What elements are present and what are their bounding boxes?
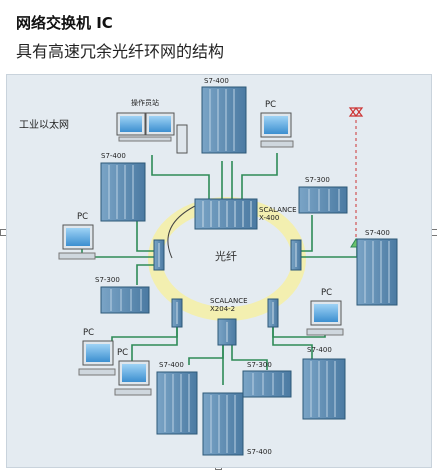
switch-x400-label: SCALANCE X-400 (259, 206, 297, 223)
s7400-top-label: S7-400 (204, 77, 229, 85)
plc-s7300-right-top (298, 186, 348, 214)
s7400-right-label: S7-400 (365, 229, 390, 237)
s7400-bottom-left-label: S7-400 (159, 361, 184, 369)
network-links (81, 153, 358, 385)
pc-icon-right (306, 300, 344, 336)
plc-s7400-bottom (202, 392, 244, 456)
s7400-bottom-right-label: S7-400 (307, 346, 332, 354)
plc-s7400-left (100, 162, 146, 222)
switch-x400 (194, 198, 258, 230)
pc-icon-left (58, 224, 96, 260)
operator-station-label: 操作员站 (131, 99, 159, 107)
s7400-left-label: S7-400 (101, 152, 126, 160)
s7300-right-top-label: S7-300 (305, 176, 330, 184)
plc-s7400-top (201, 86, 247, 154)
pc-bottom-left2-label: PC (117, 348, 129, 358)
pc-right-label: PC (321, 288, 333, 298)
switch-x204 (217, 318, 237, 346)
pc-icon-top (260, 112, 294, 148)
pc-left-label: PC (77, 212, 89, 222)
page-subtitle: 具有高速冗余光纤环网的结构 (16, 42, 225, 61)
switch-x204-label: SCALANCE X204-2 (210, 297, 248, 314)
switch-left (153, 239, 165, 271)
s7300-bottom-label: S7-300 (247, 361, 272, 369)
plc-s7300-left (100, 286, 150, 314)
page-title: 网络交换机 IC (16, 14, 113, 32)
plc-s7400-bottom-left (156, 371, 198, 435)
network-label: 工业以太网 (19, 120, 69, 131)
pc-icon-bottom-left2 (114, 360, 152, 396)
s7400-bottom-label: S7-400 (247, 448, 272, 456)
header: 网络交换机 IC 具有高速冗余光纤环网的结构 (0, 0, 437, 74)
switch-right (290, 239, 302, 271)
pc-top-label: PC (265, 100, 277, 110)
switch-lower-right (267, 298, 279, 328)
switch-lower-left (171, 298, 183, 328)
pc-bottom-left1-label: PC (83, 328, 95, 338)
plc-s7300-bottom (242, 370, 292, 398)
operator-station-icon (116, 112, 188, 154)
s7300-left-label: S7-300 (95, 276, 120, 284)
network-diagram: 工业以太网 光纤 操作员站 SCALANCE X-400 SCALANCE X2… (6, 74, 432, 468)
plc-s7400-bottom-right (302, 358, 346, 420)
plc-s7400-right (356, 238, 398, 306)
fiber-label: 光纤 (215, 250, 237, 263)
pc-icon-bottom-left1 (78, 340, 116, 376)
